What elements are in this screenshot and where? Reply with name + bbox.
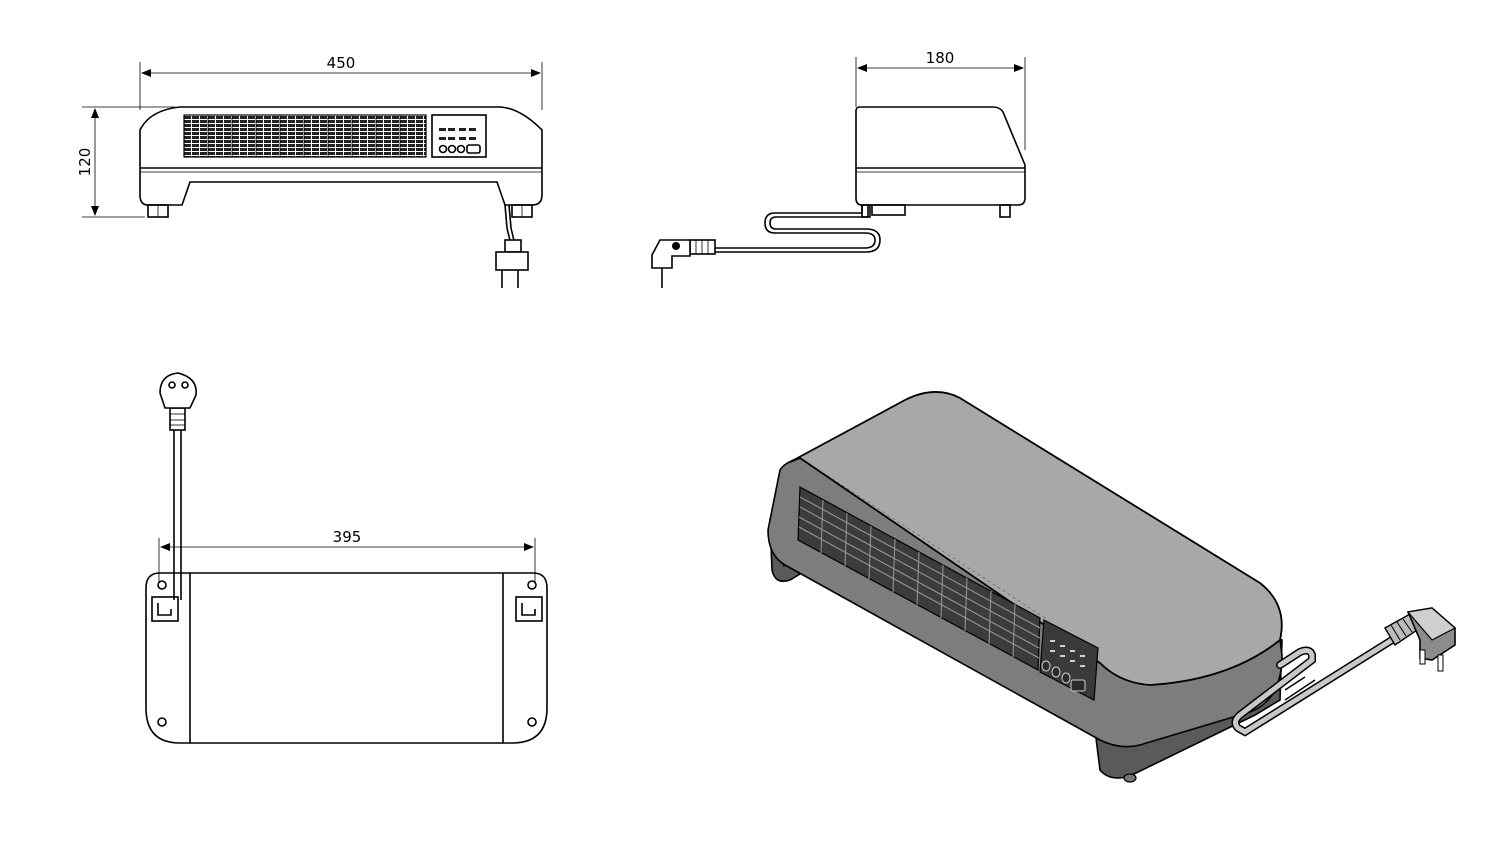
front-width-label: 450 (327, 54, 356, 72)
bottom-spacing-label: 395 (333, 528, 362, 546)
front-view: 450 120 (76, 54, 543, 288)
iso-grille (797, 486, 1041, 671)
isometric-view (767, 391, 1457, 783)
front-height-label: 120 (76, 148, 94, 177)
bottom-view: 395 (145, 372, 548, 744)
front-grille (183, 114, 427, 158)
side-depth-label: 180 (926, 49, 955, 67)
control-panel (431, 114, 487, 158)
side-view: 180 (651, 49, 1026, 288)
